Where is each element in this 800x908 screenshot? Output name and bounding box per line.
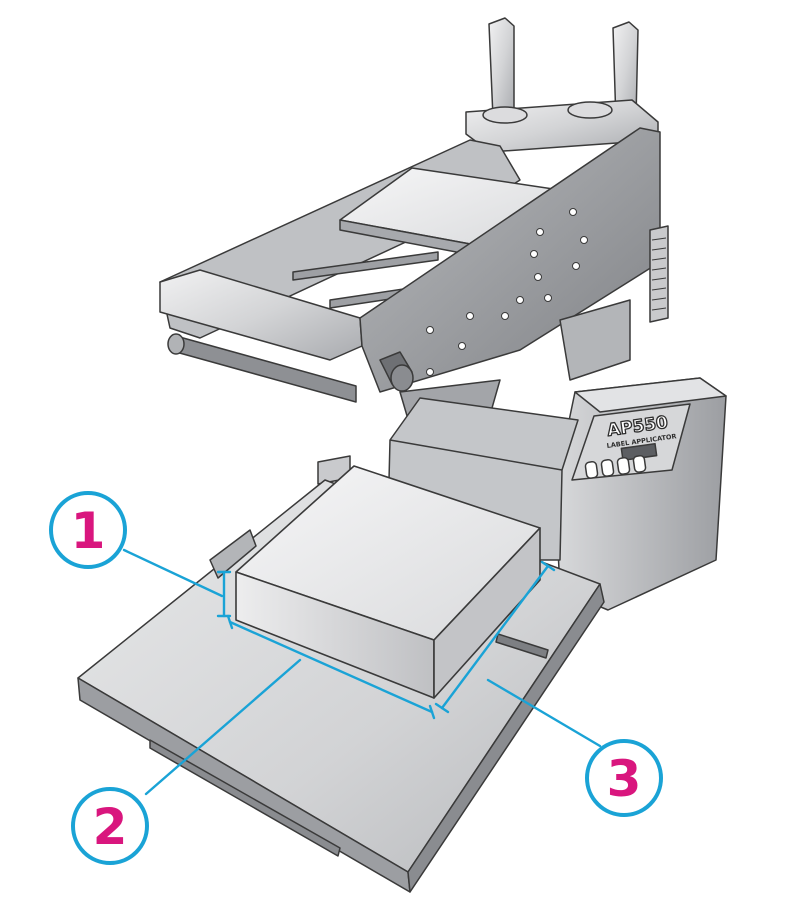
dimension-width <box>228 620 434 714</box>
leader-2 <box>144 658 302 796</box>
callout-ring <box>71 787 149 865</box>
dimension-depth <box>440 564 550 710</box>
callout-number: 2 <box>93 798 128 856</box>
guide-rail <box>209 529 257 579</box>
tray-slot <box>495 633 549 659</box>
guide-rod <box>292 251 439 281</box>
product-box <box>235 465 541 699</box>
callout-ring <box>585 739 663 817</box>
callout-number: 3 <box>607 750 642 808</box>
pivot-knob <box>390 364 414 392</box>
callout-ring <box>49 491 127 569</box>
callout-1: 1 <box>49 491 127 569</box>
panel-button-2[interactable] <box>600 459 615 477</box>
callout-2: 2 <box>71 787 149 865</box>
side-plate <box>359 127 661 393</box>
leader-1 <box>122 548 224 598</box>
box-right <box>433 527 541 699</box>
panel-button-3[interactable] <box>616 457 631 475</box>
callout-3: 3 <box>585 739 663 817</box>
roll-post-left <box>488 17 515 119</box>
panel-button-1[interactable] <box>584 461 599 479</box>
tray-right-edge <box>407 583 605 893</box>
panel-button-4[interactable] <box>632 455 647 473</box>
dimension-markers <box>122 548 602 796</box>
control-unit: AP550 LABEL APPLICATOR <box>554 377 727 611</box>
callout-number: 1 <box>71 502 106 560</box>
panel-buttons <box>584 455 647 479</box>
control-panel <box>571 403 691 481</box>
leader-3 <box>486 678 602 748</box>
